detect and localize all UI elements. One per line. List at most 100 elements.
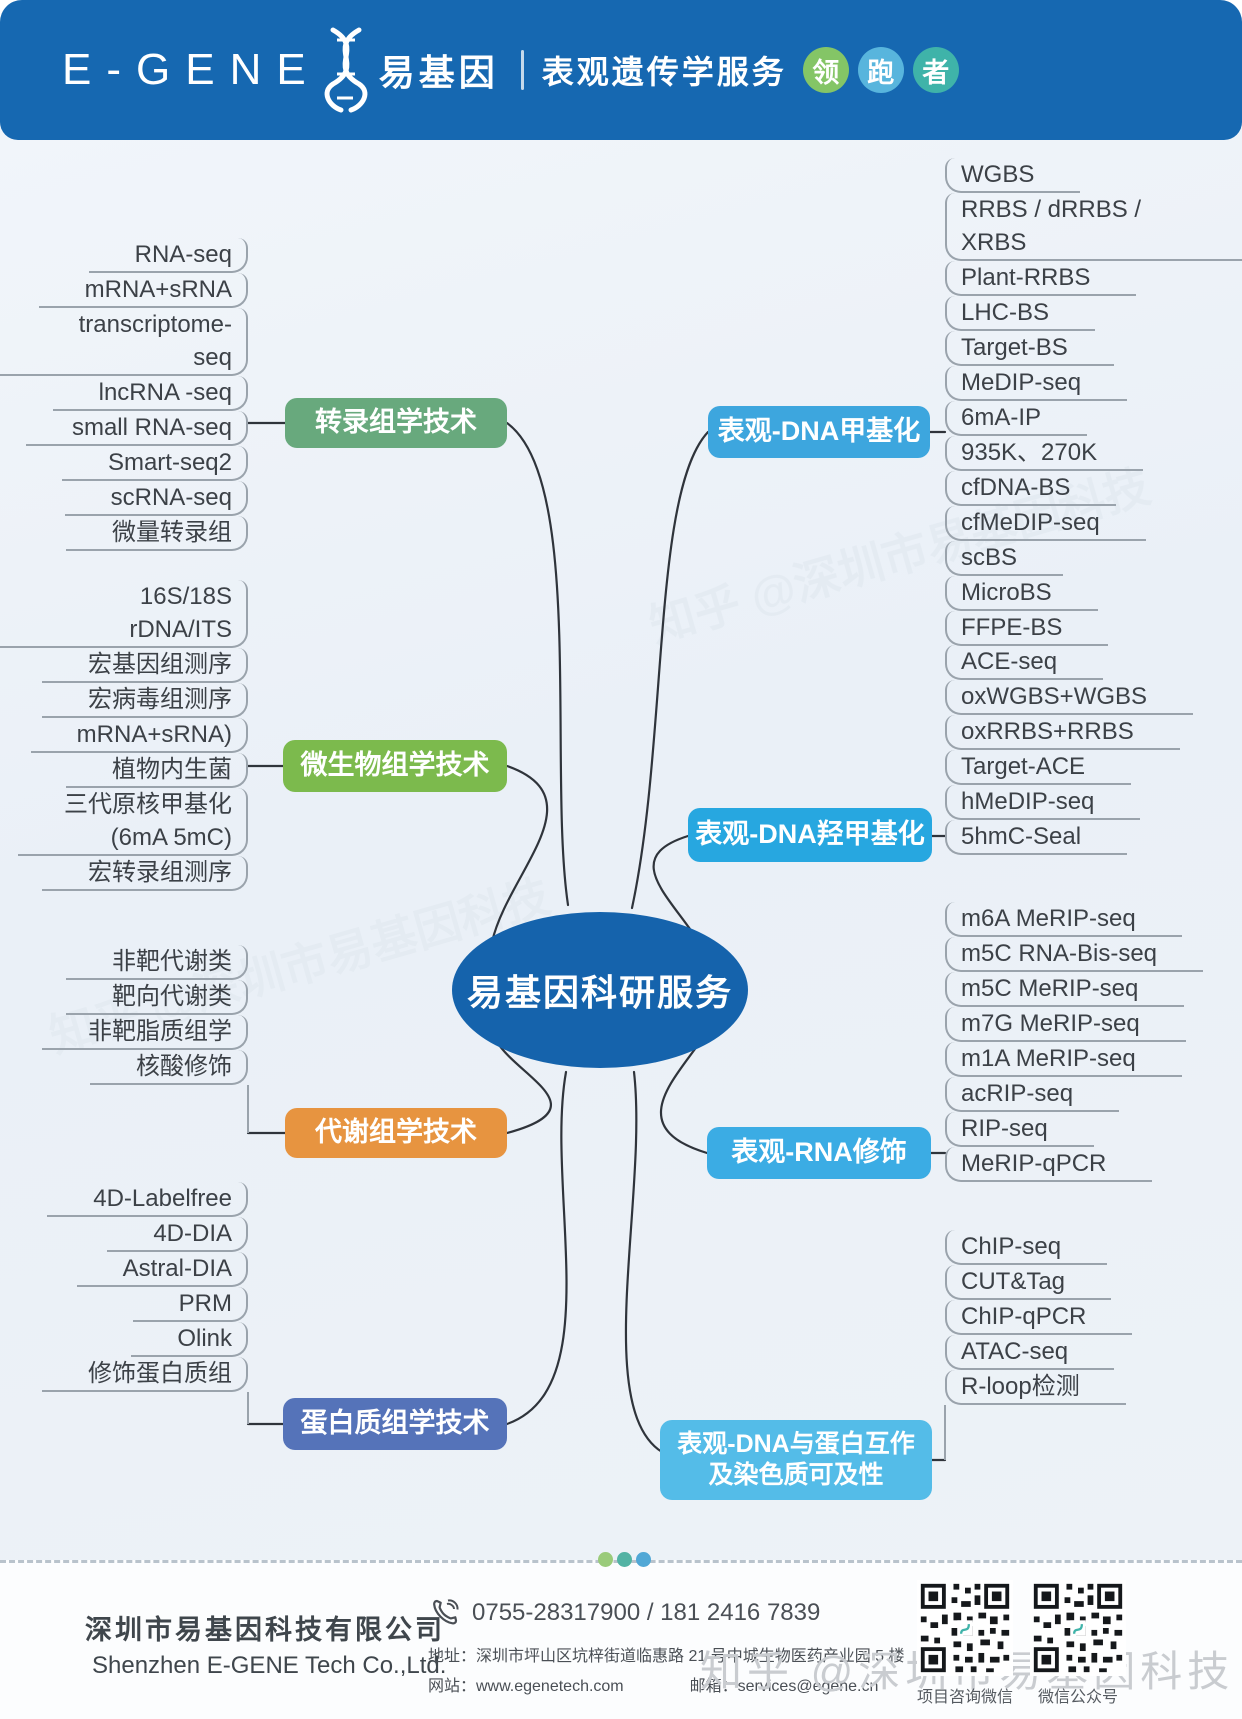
branch-dna-protein-interaction: 表观-DNA与蛋白互作 及染色质可及性 [660,1420,932,1500]
leaf-item: Olink [131,1322,248,1357]
leaf-item: MicroBS [945,576,1098,611]
leaf-item: mRNA+sRNA [38,273,248,308]
branch-transcriptomics: 转录组学技术 [285,398,507,448]
central-topic: 易基因科研服务 [452,912,748,1068]
badge-run: 跑 [857,47,904,93]
leaf-item: Target-ACE [945,750,1132,785]
leaf-item: m7G MeRIP-seq [945,1007,1186,1042]
leaf-item: acRIP-seq [945,1077,1120,1112]
dna-helix-icon [324,27,368,113]
leaf-item: 宏基因组测序 [42,648,248,683]
leaf-item: m5C RNA-Bis-seq [945,937,1204,972]
leaf-item: m5C MeRIP-seq [945,972,1185,1007]
brand-logo-text: E-GENE [62,45,321,94]
leaf-item: mRNA+sRNA) [30,718,248,753]
leaf-item: PRM [132,1287,248,1322]
wechat-official-qr: 微信公众号 [1028,1578,1128,1707]
branch-proteomics: 蛋白质组学技术 [283,1398,507,1450]
qr-code-image [1028,1578,1128,1678]
wechat-consult-qr: 项目咨询微信 [915,1578,1015,1707]
leaf-item: 修饰蛋白质组 [42,1357,248,1392]
leaf-item: 6mA-IP [945,401,1088,436]
leaf-item: MeDIP-seq [945,366,1128,401]
leaf-item: 935K、270K [945,436,1144,471]
leaf-item: 核酸修饰 [90,1050,248,1085]
badge-person: 者 [912,47,959,93]
email-line: 邮箱：services@egene.cn [689,1678,879,1695]
branch-microbiomics: 微生物组学技术 [283,740,507,792]
leaf-item: ACE-seq [945,645,1104,680]
leaf-item: 非靶代谢类 [66,945,248,980]
qr-label: 微信公众号 [1037,1689,1118,1706]
leaf-item: ChIP-qPCR [945,1300,1133,1335]
teal-dot [617,1552,632,1567]
leaf-item: WGBS [945,158,1081,193]
leaf-item: RRBS / dRRBS / XRBS [945,193,1242,261]
leaf-item: 4D-DIA [107,1217,248,1252]
leaf-item: 植物内生菌 [66,753,248,788]
header-divider [520,50,524,90]
leaf-item: RNA-seq [88,238,248,273]
leaf-item: Astral-DIA [76,1252,248,1287]
footer: 知乎 @深圳市易基因科技 深圳市易基因科技有限公司 Shenzhen E-GEN… [0,1552,1242,1719]
company-name-cn: 深圳市易基因科技有限公司 [85,1615,445,1645]
leaf-item: Smart-seq2 [61,446,248,481]
leaf-item: R-loop检测 [945,1370,1126,1405]
leaf-item: oxWGBS+WGBS [945,680,1194,715]
green-dot [598,1552,613,1567]
leaf-item: m6A MeRIP-seq [945,902,1182,937]
leaf-item: scRNA-seq [64,481,248,516]
branch-dna-methylation: 表观-DNA甲基化 [708,406,930,458]
branch-rna-modification: 表观-RNA修饰 [707,1127,931,1179]
leaf-item: Target-BS [945,331,1114,366]
leaf-item: 4D-Labelfree [47,1182,248,1217]
leaf-item: LHC-BS [945,296,1096,331]
leaf-item: MeRIP-qPCR [945,1147,1153,1182]
leaf-item: 微量转录组 [66,516,248,551]
branch-metabolomics: 代谢组学技术 [285,1108,507,1158]
leaf-item: oxRRBS+RRBS [945,715,1180,750]
company-name-en: Shenzhen E-GENE Tech Co.,Ltd. [92,1652,447,1679]
leaf-item: FFPE-BS [945,611,1109,646]
brand-name-cn: 易基因 [378,52,499,93]
leaf-item: lncRNA -seq [52,376,248,411]
phone-numbers: 0755-28317900 / 181 2416 7839 [472,1599,821,1626]
leaf-item: small RNA-seq [25,411,248,446]
leaf-item: Plant-RRBS [945,261,1137,296]
leaf-item: 16S/18S rDNA/ITS [0,580,248,648]
leaf-item: RIP-seq [945,1112,1094,1147]
leaf-item: ATAC-seq [945,1335,1115,1370]
phone-icon [433,1599,459,1625]
mindmap-background [0,128,1242,1562]
leaf-item: CUT&Tag [945,1265,1112,1300]
leaf-item: 宏转录组测序 [42,856,248,891]
leaf-item: transcriptome-seq [0,308,248,376]
leaf-group-metabolomics: 非靶代谢类靶向代谢类非靶脂质组学核酸修饰 [42,945,248,1085]
divider-dots [598,1552,651,1567]
address-line: 地址：深圳市坪山区坑梓街道临惠路 21 号中城生物医药产业园 5 楼 [428,1648,905,1665]
qr-code-image [915,1578,1015,1678]
leaf-item: 5hmC-Seal [945,820,1128,855]
leaf-item: 宏病毒组测序 [42,683,248,718]
qr-label: 项目咨询微信 [917,1689,1014,1706]
leaf-item: 三代原核甲基化 (6mA 5mC) [18,788,248,856]
branch-dna-hydroxymethylation: 表观-DNA羟甲基化 [688,808,932,862]
leaf-item: cfMeDIP-seq [945,506,1146,541]
header-tagline: 表观遗传学服务 [541,54,787,90]
leaf-item: ChIP-seq [945,1230,1108,1265]
header-banner: E-GENE 易基因 表观遗传学服务 领 跑 者 [0,0,1242,140]
leaf-item: 非靶脂质组学 [42,1015,248,1050]
leaf-item: 靶向代谢类 [66,980,248,1015]
blue-dot [636,1552,651,1567]
website-line: 网站：www.egenetech.com [428,1678,624,1695]
leaf-item: cfDNA-BS [945,471,1117,506]
